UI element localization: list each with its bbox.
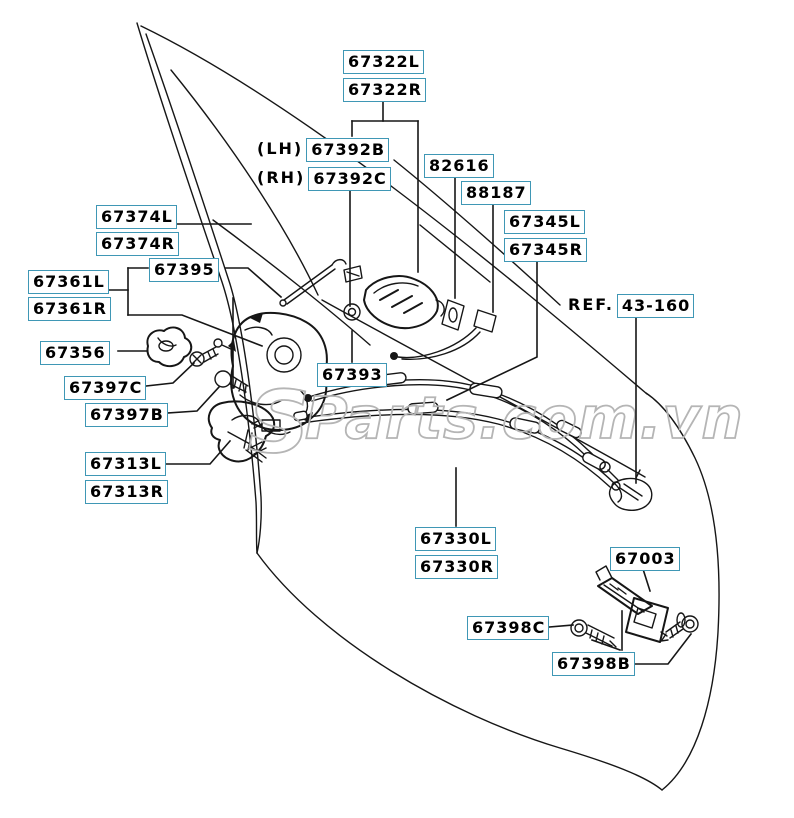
part-number-67393[interactable]: 67393 xyxy=(317,363,387,387)
part-number-82616[interactable]: 82616 xyxy=(424,154,494,178)
leader-lines xyxy=(106,99,693,665)
part-label-row-67313L: 67313L xyxy=(85,452,166,476)
part-number-67398B[interactable]: 67398B xyxy=(552,652,635,676)
part-label-row-67361L: 67361L xyxy=(28,270,109,294)
leader-67397C-arm xyxy=(145,361,196,387)
part-label-row-67393: 67393 xyxy=(317,363,387,387)
part-label-row-88187: 88187 xyxy=(461,181,531,205)
leader-67003-stem xyxy=(641,567,652,593)
part-number-67356[interactable]: 67356 xyxy=(40,341,110,365)
part-label-row-67361R: 67361R xyxy=(28,297,111,321)
part-number-67003[interactable]: 67003 xyxy=(610,547,680,571)
part-number-67397C[interactable]: 67397C xyxy=(64,376,147,400)
part-number-67313L[interactable]: 67313L xyxy=(85,452,166,476)
door-check-drawing xyxy=(570,565,699,648)
part-number-67374R[interactable]: 67374R xyxy=(96,232,179,256)
leader-check-diag-line xyxy=(590,638,622,652)
part-number-67395[interactable]: 67395 xyxy=(149,258,219,282)
part-number-67361R[interactable]: 67361R xyxy=(28,297,111,321)
ref-target-drawing xyxy=(608,469,653,511)
part-label-row-67330L: 67330L xyxy=(415,527,496,551)
outside-handle-drawing xyxy=(363,275,445,330)
part-label-row-67397B: 67397B xyxy=(85,403,168,427)
part-label-row-67345L: 67345L xyxy=(504,210,585,234)
watermark: S Parts.com.vn xyxy=(247,372,744,474)
leader-67345-stem xyxy=(445,260,538,402)
part-label-row-82616: 82616 xyxy=(424,154,494,178)
part-number-67322L[interactable]: 67322L xyxy=(343,50,424,74)
part-label-row-67395: 67395 xyxy=(149,258,219,282)
part-label-row-67392B: (LH)67392B xyxy=(257,138,390,162)
leader-67398B-arm xyxy=(633,632,693,665)
part-label-prefix-67392C: (RH) xyxy=(257,168,306,187)
door-outline-drawing xyxy=(136,22,720,791)
fasteners-drawing xyxy=(146,326,249,394)
part-number-67322R[interactable]: 67322R xyxy=(343,78,426,102)
part-label-row-67392C: (RH)67392C xyxy=(257,167,391,191)
part-number-67345R[interactable]: 67345R xyxy=(504,238,587,262)
leader-67361-bottom-arm xyxy=(127,314,264,348)
part-label-row-67397C: 67397C xyxy=(64,376,147,400)
part-number-67397B[interactable]: 67397B xyxy=(85,403,168,427)
part-label-row-67374L: 67374L xyxy=(96,205,177,229)
part-label-prefix-43-160: REF. xyxy=(568,295,614,314)
part-number-67330L[interactable]: 67330L xyxy=(415,527,496,551)
part-number-67313R[interactable]: 67313R xyxy=(85,480,168,504)
part-label-row-67345R: 67345R xyxy=(504,238,587,262)
part-label-prefix-67392B: (LH) xyxy=(257,139,304,158)
part-label-row-67330R: 67330R xyxy=(415,555,498,579)
leader-67398C-arm xyxy=(548,624,574,628)
leader-67397B-arm xyxy=(166,385,221,414)
part-label-row-67003: 67003 xyxy=(610,547,680,571)
part-number-88187[interactable]: 88187 xyxy=(461,181,531,205)
leader-67313-arm xyxy=(162,439,232,465)
part-number-67361L[interactable]: 67361L xyxy=(28,270,109,294)
leader-67395-arm xyxy=(225,267,283,299)
part-label-row-67313R: 67313R xyxy=(85,480,168,504)
inner-handle-drawing xyxy=(207,400,276,463)
part-number-67398C[interactable]: 67398C xyxy=(467,616,550,640)
part-number-43-160[interactable]: 43-160 xyxy=(616,294,695,318)
part-label-row-67398B: 67398B xyxy=(552,652,635,676)
handle-parts-drawing xyxy=(279,258,497,360)
part-label-row-67356: 67356 xyxy=(40,341,110,365)
part-label-row-67322L: 67322L xyxy=(343,50,424,74)
part-number-67374L[interactable]: 67374L xyxy=(96,205,177,229)
watermark-logo-glyph: S xyxy=(248,373,310,473)
part-label-row-67374R: 67374R xyxy=(96,232,179,256)
part-label-row-43-160: REF.43-160 xyxy=(568,294,695,318)
part-label-row-67398C: 67398C xyxy=(467,616,550,640)
part-number-67392B[interactable]: 67392B xyxy=(306,138,390,162)
part-number-67392C[interactable]: 67392C xyxy=(308,167,391,191)
part-label-row-67322R: 67322R xyxy=(343,78,426,102)
part-number-67345L[interactable]: 67345L xyxy=(504,210,585,234)
part-number-67330R[interactable]: 67330R xyxy=(415,555,498,579)
watermark-text: Parts.com.vn xyxy=(305,384,744,452)
